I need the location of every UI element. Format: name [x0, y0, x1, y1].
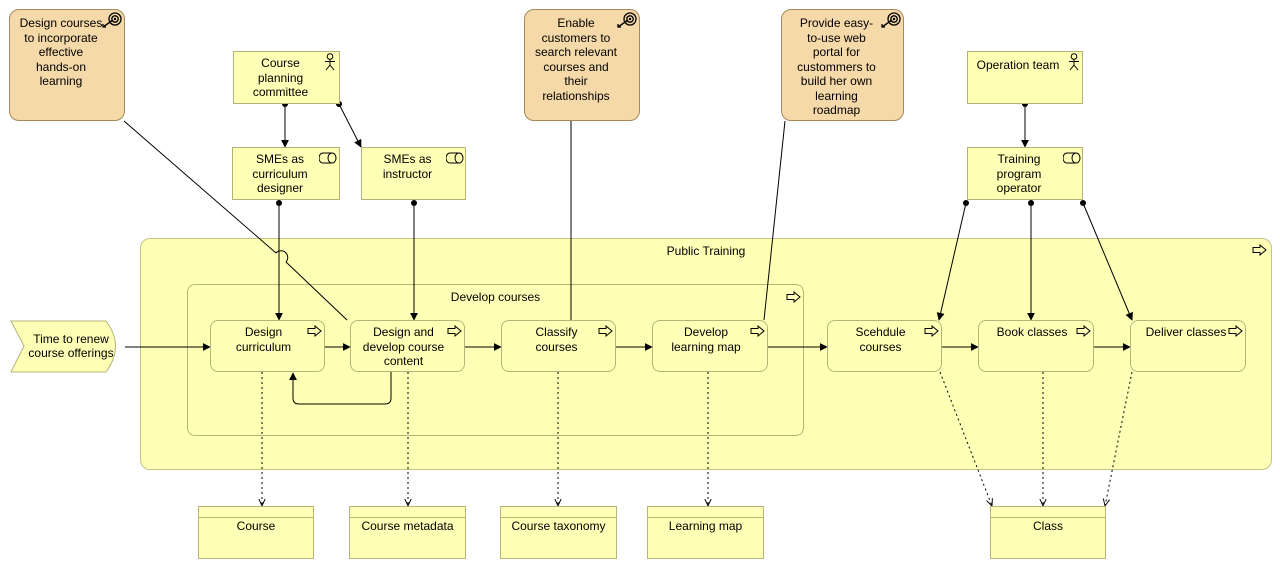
process-develop-learning-map[interactable]: Develop learning map	[652, 320, 768, 372]
goal-search-courses[interactable]: Enable customers to search relevant cour…	[524, 9, 640, 121]
actor-label: Operation team	[976, 58, 1060, 72]
process-arrow-icon	[447, 325, 462, 337]
actor-course-planning-committee[interactable]: Course planning committee	[233, 51, 340, 104]
process-label: Design and develop course content	[362, 325, 445, 368]
process-arrow-icon	[1252, 244, 1267, 256]
data-label: Course	[236, 519, 276, 533]
goal-web-portal[interactable]: Provide easy-to-use web portal for custo…	[781, 9, 904, 121]
process-label: Design curriculum	[235, 325, 292, 354]
goal-target-icon	[102, 12, 122, 28]
event-label-box: Time to renew course offerings	[22, 324, 120, 368]
process-label: Scehdule courses	[855, 325, 906, 354]
role-cylinder-icon	[319, 152, 337, 164]
event-label: Time to renew course offerings	[28, 331, 114, 361]
goal-label: Enable customers to search relevant cour…	[534, 16, 618, 103]
process-label: Book classes	[996, 325, 1068, 339]
actor-stick-figure-icon	[1069, 53, 1079, 71]
line-goal1-to-design-content	[123, 120, 348, 321]
role-cylinder-icon	[446, 152, 464, 164]
process-label: Deliver classes	[1145, 325, 1227, 339]
goal-target-icon	[617, 12, 637, 28]
process-arrow-icon	[1076, 325, 1091, 337]
actor-stick-figure-icon	[325, 53, 335, 71]
data-label: Class	[1032, 519, 1063, 533]
role-label: SMEs as curriculum designer	[252, 152, 308, 195]
process-label: Develop learning map	[671, 325, 741, 354]
assign-committee-to-sme-instructor	[338, 103, 362, 148]
data-course[interactable]: Course	[198, 506, 314, 559]
data-learning-map[interactable]: Learning map	[647, 506, 764, 559]
trigger-event-shape[interactable]	[10, 320, 126, 373]
access-deliver-to-class	[1105, 371, 1133, 506]
process-arrow-icon	[786, 291, 801, 303]
public-training-title: Public Training	[666, 244, 746, 258]
process-label: Classify courses	[535, 325, 578, 354]
process-arrow-icon	[750, 325, 765, 337]
goal-target-icon	[881, 12, 901, 28]
trigger-content-back-to-curriculum	[289, 372, 392, 405]
develop-courses-title: Develop courses	[450, 290, 541, 304]
data-label: Course metadata	[361, 519, 454, 533]
process-book-classes[interactable]: Book classes	[978, 320, 1094, 372]
access-schedule-to-class	[939, 371, 992, 506]
assign-operator-to-schedule	[936, 202, 967, 321]
goal-label: Design courses to incorporate effective …	[19, 16, 103, 88]
data-class[interactable]: Class	[990, 506, 1106, 559]
actor-label: Course planning committee	[252, 56, 309, 99]
data-course-taxonomy[interactable]: Course taxonomy	[500, 506, 617, 559]
process-deliver-classes[interactable]: Deliver classes	[1130, 320, 1246, 372]
role-sme-instructor[interactable]: SMEs as instructor	[361, 147, 466, 200]
actor-operation-team[interactable]: Operation team	[967, 51, 1083, 104]
process-design-curriculum[interactable]: Design curriculum	[210, 320, 325, 372]
data-course-metadata[interactable]: Course metadata	[349, 506, 466, 559]
role-label: SMEs as instructor	[382, 152, 433, 181]
process-design-develop-content[interactable]: Design and develop course content	[350, 320, 465, 372]
role-label: Training program operator	[996, 152, 1042, 195]
role-sme-curriculum-designer[interactable]: SMEs as curriculum designer	[232, 147, 340, 200]
line-goal3-to-learning-map	[763, 120, 786, 321]
process-arrow-icon	[598, 325, 613, 337]
process-schedule-courses[interactable]: Scehdule courses	[827, 320, 942, 372]
data-label: Learning map	[668, 519, 743, 533]
assign-operator-to-deliver	[1082, 202, 1133, 321]
data-label: Course taxonomy	[511, 519, 606, 533]
process-arrow-icon	[307, 325, 322, 337]
goal-hands-on-learning[interactable]: Design courses to incorporate effective …	[9, 9, 125, 121]
line-hop	[275, 250, 289, 263]
role-cylinder-icon	[1063, 152, 1081, 164]
goal-label: Provide easy-to-use web portal for custo…	[797, 16, 876, 117]
process-arrow-icon	[1228, 325, 1243, 337]
process-arrow-icon	[924, 325, 939, 337]
process-classify-courses[interactable]: Classify courses	[501, 320, 616, 372]
